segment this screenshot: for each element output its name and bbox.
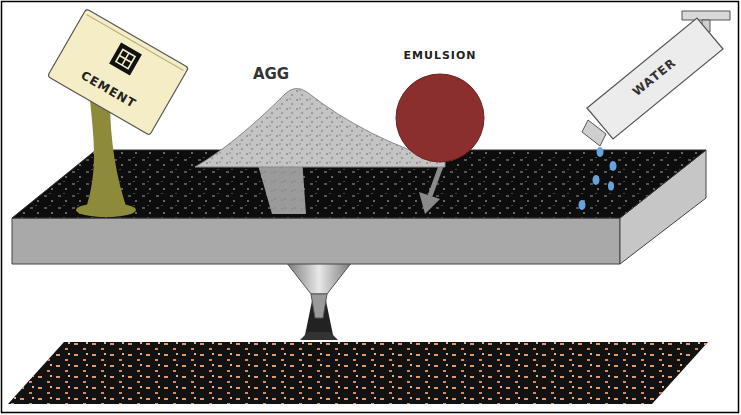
tap-handle [682,11,730,20]
node-label: EMULSION [404,50,477,63]
cement-bag: CEMENT [46,7,190,136]
water-tap: WATER [560,8,735,148]
funnel-spout [311,294,327,318]
bag-emblem-mark [116,49,135,68]
emulsion-arrow [430,166,441,196]
cement-pool [76,203,136,217]
tap-body [587,18,723,139]
mat-base [8,342,708,404]
water-drop [593,175,600,185]
tap-nozzle [582,120,606,146]
water-drop [597,147,604,157]
tray-front [12,218,620,264]
bag-body [47,9,188,136]
funnel [286,262,352,294]
water-drop [608,182,614,191]
discharge-pile [300,332,338,340]
bag-emblem [109,43,142,76]
emulsion-drop: EMULSION [385,48,495,164]
water-drop [579,200,586,210]
node-outline [385,48,495,164]
water-drop [610,161,617,171]
node-label: AGG [253,66,289,83]
node-outline [46,7,190,136]
mat-aggregate [8,342,708,404]
emulsion-circle [396,74,484,162]
emulsion-arrowhead [419,192,440,214]
